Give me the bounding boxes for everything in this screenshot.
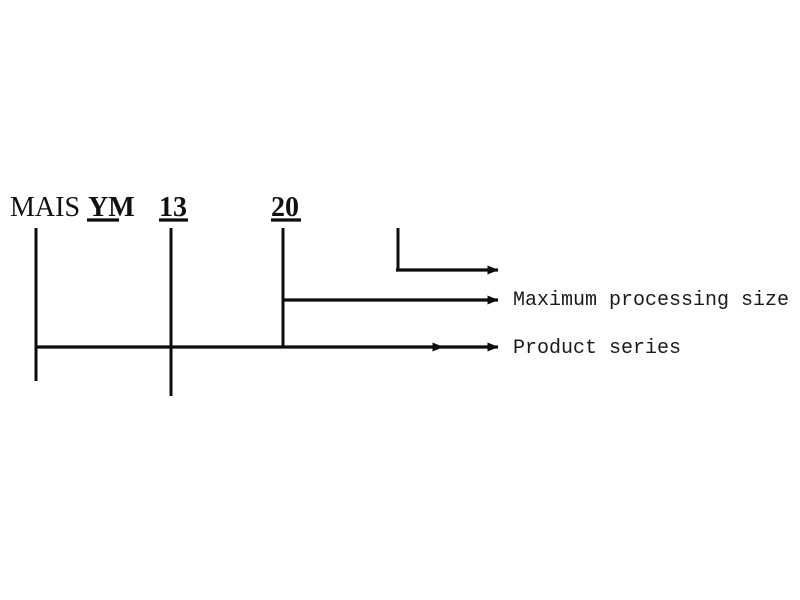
code-segment-13: 13	[159, 192, 187, 223]
code-segment-ym: YM	[88, 192, 135, 223]
code-segment-mais: MAIS	[10, 192, 81, 223]
code-segment-20: 20	[271, 192, 299, 223]
callout-label-product-series: Product series	[513, 337, 682, 360]
callout-label-maximum-processing-size: Maximum processing size	[513, 289, 790, 312]
